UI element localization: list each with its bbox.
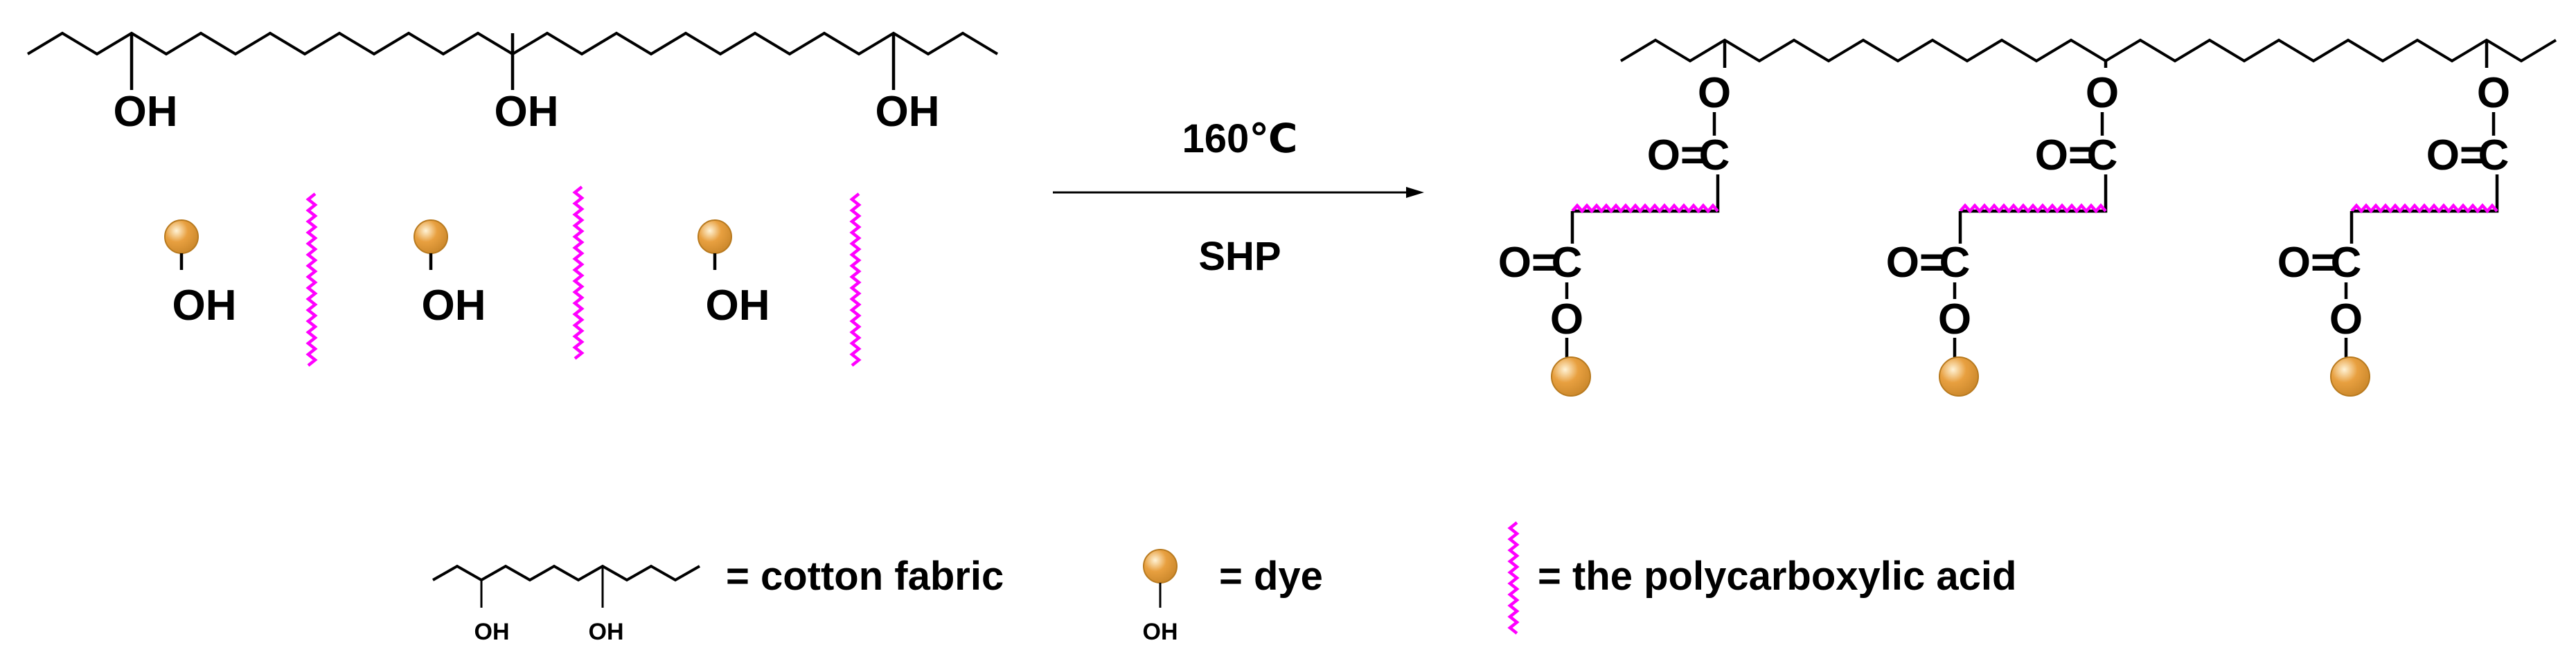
dye-sphere-icon <box>698 219 732 254</box>
carbonyl-carbon: C <box>2087 132 2118 179</box>
dye-sphere-icon <box>1143 549 1178 583</box>
product-chain-backbone <box>1619 38 2557 63</box>
legend-polycarboxylic-acid: = the polycarboxylic acid <box>1507 521 2016 635</box>
dye-molecule: OH <box>698 219 770 329</box>
hydroxyl-label: OH <box>1143 619 1178 645</box>
wavy-line-icon <box>1571 203 1719 214</box>
dye-sphere-icon <box>1939 356 1979 397</box>
reactant-dyes-and-acids: OH OH OH <box>164 185 862 367</box>
carbonyl-carbon: C <box>1699 132 1730 179</box>
product-structure: O O= C O= C O O O= C O= C O <box>1498 38 2557 397</box>
dye-sphere-icon <box>1551 356 1591 397</box>
hydroxyl-label: OH <box>706 282 770 329</box>
hydroxyl-label: OH <box>172 282 237 329</box>
carbonyl-carbon: C <box>2478 132 2510 179</box>
hydroxyl-label: OH <box>876 88 940 136</box>
wavy-line-icon <box>2350 203 2498 214</box>
wavy-line-icon <box>849 192 862 367</box>
reaction-catalyst: SHP <box>1198 234 1281 279</box>
crosslink-unit: O O= C O= C O <box>2277 40 2510 397</box>
dye-molecule: OH <box>414 219 486 329</box>
reaction-arrow: 160℃ SHP <box>1053 116 1424 279</box>
carbonyl-oxygen: O= <box>1886 239 1944 287</box>
legend-fabric-text: = cotton fabric <box>726 554 1004 599</box>
legend: OH OH = cotton fabric OH = dye = the pol… <box>432 521 2016 645</box>
ester-oxygen: O <box>1550 296 1583 343</box>
crosslink-unit: O O= C O= C O <box>1886 61 2119 397</box>
carbonyl-oxygen: O= <box>2277 239 2336 287</box>
hydroxyl-label: OH <box>589 619 624 645</box>
legend-dye: OH = dye <box>1143 549 1323 645</box>
ester-oxygen: O <box>2477 69 2510 117</box>
hydroxyl-label: OH <box>495 88 559 136</box>
carbonyl-oxygen: O= <box>2426 132 2485 179</box>
ester-oxygen: O <box>2086 69 2119 117</box>
dye-sphere-icon <box>164 219 199 254</box>
carbonyl-oxygen: O= <box>1647 132 1705 179</box>
wavy-line-icon <box>1507 521 1520 635</box>
hydroxyl-label: OH <box>114 88 178 136</box>
carbonyl-carbon: C <box>2331 239 2362 287</box>
carbonyl-oxygen: O= <box>2035 132 2093 179</box>
legend-dye-text: = dye <box>1219 554 1323 599</box>
legend-acid-text: = the polycarboxylic acid <box>1538 554 2016 599</box>
dye-sphere-icon <box>2330 356 2370 397</box>
ester-oxygen: O <box>1938 296 1971 343</box>
wavy-line-icon <box>1959 203 2107 214</box>
arrow-head-icon <box>1406 187 1424 198</box>
hydroxyl-label: OH <box>422 282 486 329</box>
wavy-line-icon <box>305 192 318 367</box>
dye-molecule: OH <box>164 219 237 329</box>
reaction-temperature: 160℃ <box>1182 116 1297 161</box>
ester-oxygen: O <box>2329 296 2363 343</box>
carbonyl-oxygen: O= <box>1498 239 1556 287</box>
legend-cotton-fabric: OH OH = cotton fabric <box>432 554 1004 645</box>
zigzag-chain-icon <box>432 564 700 582</box>
carbonyl-carbon: C <box>1552 239 1583 287</box>
reactant-cotton-chain: OH OH OH <box>26 31 999 136</box>
wavy-line-icon <box>572 185 585 360</box>
carbonyl-carbon: C <box>1939 239 1971 287</box>
ester-oxygen: O <box>1698 69 1731 117</box>
hydroxyl-label: OH <box>474 619 510 645</box>
dye-sphere-icon <box>414 219 448 254</box>
crosslink-unit: O O= C O= C O <box>1498 40 1731 397</box>
